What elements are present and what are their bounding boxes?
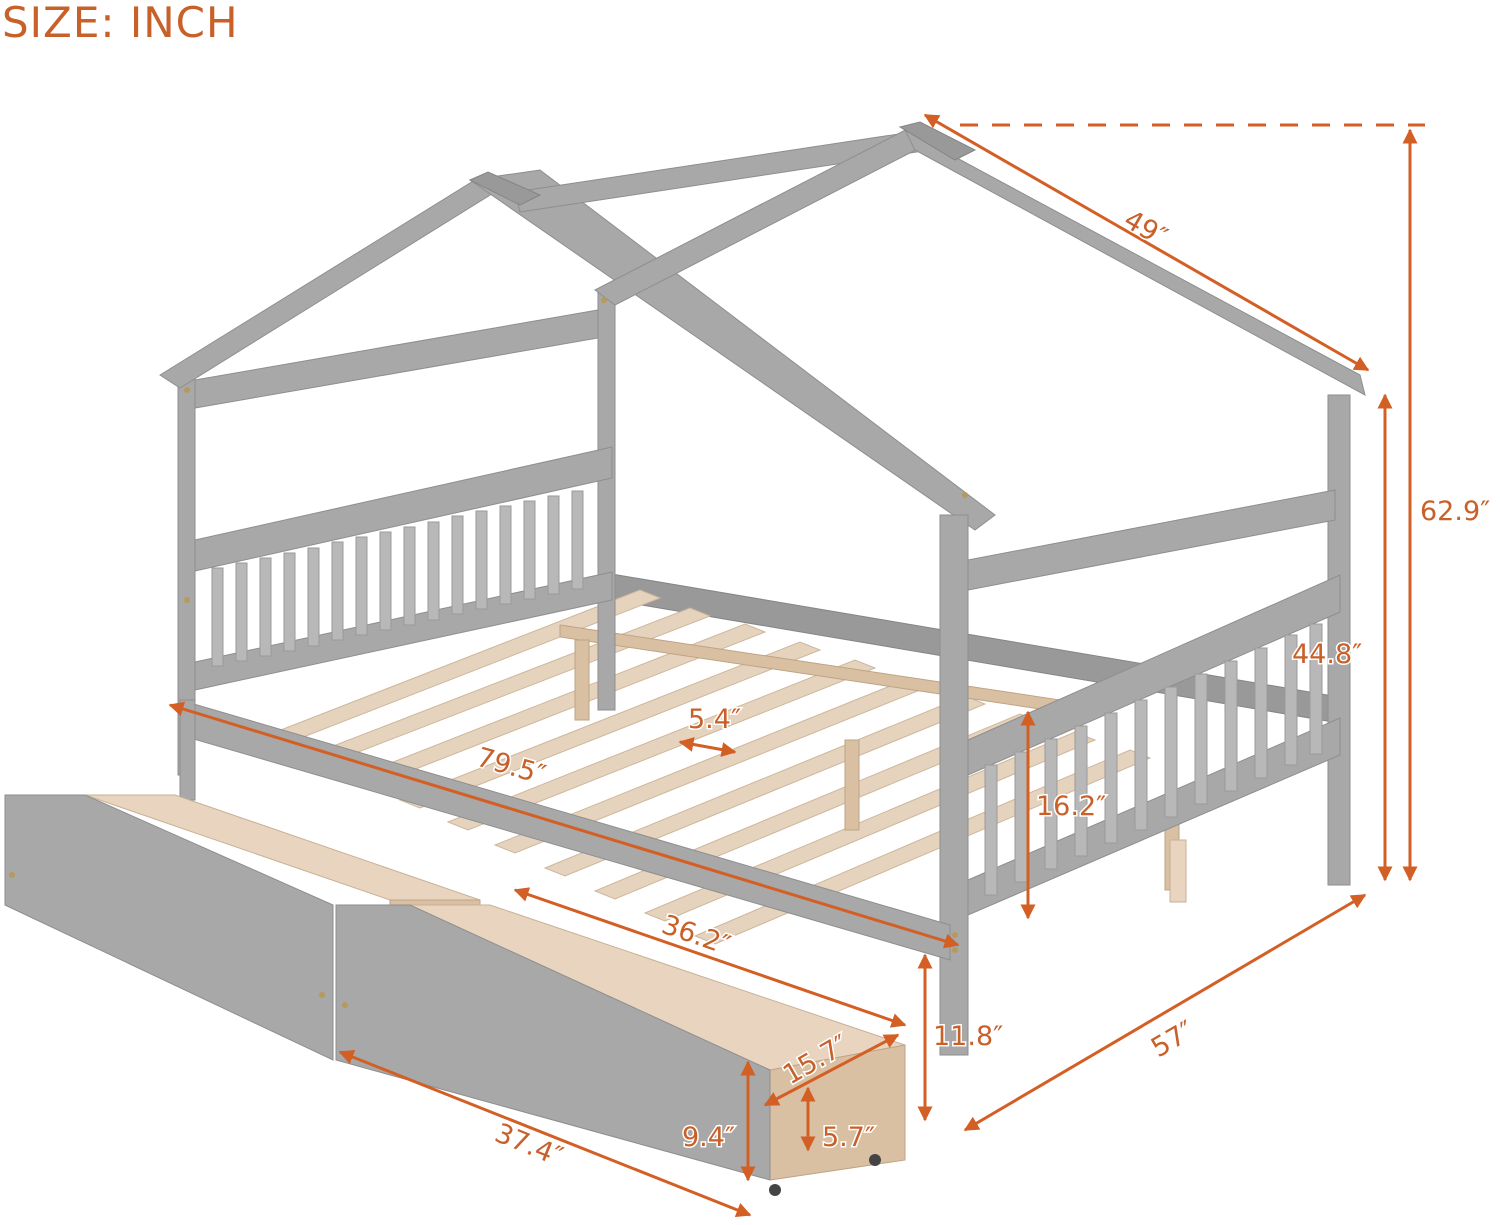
label-overall-width: 57″ [1146,1015,1200,1064]
head-post-leg [179,699,196,801]
head-spindles [211,490,584,667]
label-roof-slope: 49″ [1119,204,1173,253]
dimension-lines [168,113,1425,1217]
roof-peak-cap-left [468,171,542,206]
head-upper-rail [194,446,613,572]
roof-ridge-front [468,169,996,531]
label-drawer-interior-depth: 5.7″ [822,1122,875,1153]
foot-post-left [939,514,969,1056]
head-post-right [597,289,616,711]
drawer-caster [869,1154,881,1166]
head-top-rail [194,309,599,409]
roof-right-front [903,128,1366,396]
drawer-caster [769,1184,781,1196]
label-post-height: 44.8″ [1292,639,1362,670]
label-under-bed-clearance: 11.8″ [933,1021,1003,1052]
size-unit-title: SIZE: INCH [2,0,239,47]
label-rail-height: 16.2″ [1036,791,1106,822]
foot-spindles [984,623,1323,896]
label-overall-height: 62.9″ [1420,496,1490,527]
foot-upper-rail [967,489,1336,591]
center-support-leg [1169,839,1187,903]
roof-right-back [594,124,936,306]
label-slat-gap: 5.4″ [688,704,741,735]
drawers [4,794,906,1196]
label-drawer-front-height: 9.4″ [682,1122,735,1153]
foot-top-rail [967,574,1341,776]
